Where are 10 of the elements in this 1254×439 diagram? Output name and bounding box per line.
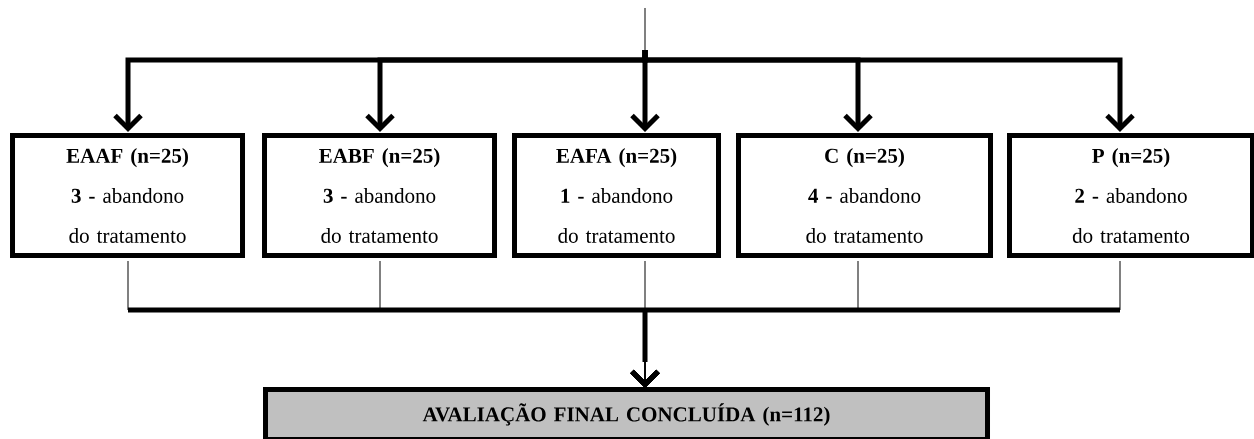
group-box: EAFA (n=25) 1 - abandono do tratamento xyxy=(512,133,721,258)
connector-bar xyxy=(125,307,1123,365)
group-box: EAAF (n=25) 3 - abandono do tratamento xyxy=(10,133,245,258)
group-box: C (n=25) 4 - abandono do tratamento xyxy=(736,133,993,258)
group-box: EABF (n=25) 3 - abandono do tratamento xyxy=(262,133,497,258)
connector-line xyxy=(644,7,646,51)
result-box: AVALIAÇÃO FINAL CONCLUÍDA (n=112) xyxy=(263,387,990,439)
arrow xyxy=(642,50,1135,132)
arrow xyxy=(630,260,1121,388)
group-box: P (n=25) 2 - abandono do tratamento xyxy=(1007,133,1254,258)
